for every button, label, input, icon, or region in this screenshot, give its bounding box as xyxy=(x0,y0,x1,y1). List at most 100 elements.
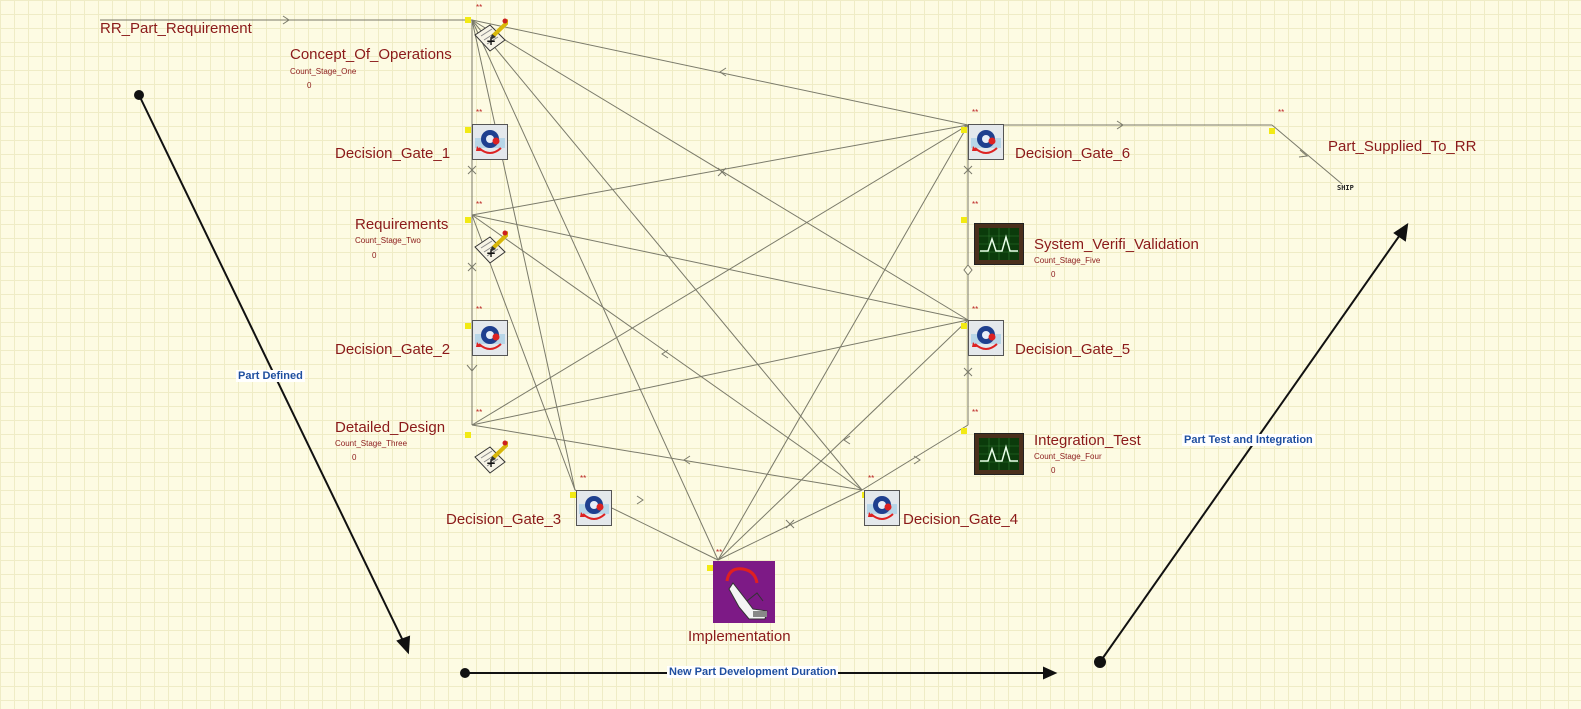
requirements-label: Requirements xyxy=(355,216,449,233)
connector-line xyxy=(861,424,969,491)
decision-gate-1-label: Decision_Gate_1 xyxy=(335,145,451,162)
process-concept-of-operations-icon[interactable]: + xyxy=(472,18,508,54)
entry-point xyxy=(465,323,471,329)
entry-point xyxy=(465,432,471,438)
decision-gate-4-icon[interactable] xyxy=(864,490,900,526)
entry-point xyxy=(465,127,471,133)
connector-line xyxy=(717,489,863,561)
decision-gate-6-label: Decision_Gate_6 xyxy=(1015,145,1131,162)
concept-of-operations-count: 0 xyxy=(307,81,312,90)
test-integration-arrow xyxy=(1099,231,1403,663)
decision-gate-3-icon[interactable] xyxy=(576,490,612,526)
part-defined-arrow-start xyxy=(134,90,144,100)
arrowhead xyxy=(466,364,478,372)
connector-cross xyxy=(467,165,477,175)
connector-diamond xyxy=(963,264,973,276)
connector-cross xyxy=(717,167,727,177)
system-verifi-validation-count: 0 xyxy=(1051,270,1056,279)
entry-point xyxy=(707,565,713,571)
connector-line xyxy=(717,124,969,561)
integration-test-monitor-icon[interactable] xyxy=(974,433,1024,475)
arrowhead xyxy=(661,349,669,359)
detailed-design-count: 0 xyxy=(352,453,357,462)
entry-point xyxy=(465,217,471,223)
rr-part-requirement-label: RR_Part_Requirement xyxy=(100,20,252,37)
node-marker: ** xyxy=(972,305,979,314)
duration-arrowhead xyxy=(1043,666,1058,680)
part-defined-arrowhead xyxy=(396,635,411,655)
part-defined-annotation: Part Defined xyxy=(236,370,305,382)
node-marker: ** xyxy=(1278,108,1285,117)
decision-gate-5-label: Decision_Gate_5 xyxy=(1015,341,1131,358)
connector-line xyxy=(471,214,863,491)
decision-gate-1-icon[interactable] xyxy=(472,124,508,160)
decision-gate-5-icon[interactable] xyxy=(968,320,1004,356)
system-verifi-validation-monitor-icon[interactable] xyxy=(974,223,1024,265)
part-supplied-to-rr-label: Part_Supplied_To_RR xyxy=(1328,138,1477,155)
arrowhead xyxy=(683,455,691,465)
svg-text:+: + xyxy=(486,456,496,470)
arrowhead xyxy=(1298,149,1309,158)
system-verifi-validation-counter: Count_Stage_Five xyxy=(1034,256,1101,265)
detailed-design-label: Detailed_Design xyxy=(335,419,446,436)
node-marker: ** xyxy=(972,108,979,117)
connector-line xyxy=(471,424,863,491)
arrowhead xyxy=(1116,120,1124,130)
connector-cross xyxy=(467,262,477,272)
connector-line xyxy=(471,124,969,426)
duration-arrow-start xyxy=(460,668,470,678)
concept-of-operations-counter: Count_Stage_One xyxy=(290,67,357,76)
connector-line xyxy=(1271,124,1343,185)
new-part-development-duration-annotation: New Part Development Duration xyxy=(667,666,839,678)
system-verifi-validation-label: System_Verifi_Validation xyxy=(1034,236,1199,253)
entry-point xyxy=(465,17,471,23)
test-integration-arrowhead xyxy=(1393,222,1409,242)
integration-test-counter: Count_Stage_Four xyxy=(1034,452,1102,461)
node-marker: ** xyxy=(972,408,979,417)
node-marker: ** xyxy=(868,474,875,483)
part-test-and-integration-annotation: Part Test and Integration xyxy=(1182,434,1315,446)
entry-point xyxy=(961,217,967,223)
arrowhead xyxy=(636,495,644,505)
connector-line xyxy=(471,19,719,561)
node-marker: ** xyxy=(476,108,483,117)
arrowhead xyxy=(282,15,290,25)
decision-gate-2-icon[interactable] xyxy=(472,320,508,356)
arrowhead xyxy=(843,435,851,445)
node-marker: ** xyxy=(476,200,483,209)
decision-gate-4-label: Decision_Gate_4 xyxy=(903,511,1019,528)
integration-test-count: 0 xyxy=(1051,466,1056,475)
node-marker: ** xyxy=(580,474,587,483)
arrowhead xyxy=(719,67,727,77)
process-detailed-design-icon[interactable]: + xyxy=(472,440,508,476)
entry-point xyxy=(961,428,967,434)
node-marker: ** xyxy=(476,3,483,12)
entry-point xyxy=(1269,128,1275,134)
requirements-counter: Count_Stage_Two xyxy=(355,236,421,245)
integration-test-label: Integration_Test xyxy=(1034,432,1141,449)
connector-line xyxy=(471,214,969,321)
entry-point xyxy=(961,127,967,133)
svg-text:+: + xyxy=(486,34,496,48)
connector-cross xyxy=(963,367,973,377)
entry-point xyxy=(570,492,576,498)
implementation-hand-icon[interactable] xyxy=(713,561,775,623)
concept-of-operations-label: Concept_Of_Operations xyxy=(290,46,452,63)
decision-gate-6-icon[interactable] xyxy=(968,124,1004,160)
implementation-label: Implementation xyxy=(688,628,791,645)
connector-line xyxy=(471,19,576,491)
process-requirements-icon[interactable]: + xyxy=(472,230,508,266)
connector-line xyxy=(471,19,863,491)
detailed-design-counter: Count_Stage_Three xyxy=(335,439,408,448)
node-marker: ** xyxy=(476,305,483,314)
decision-gate-2-label: Decision_Gate_2 xyxy=(335,341,451,358)
arrowhead xyxy=(913,455,921,465)
node-marker: ** xyxy=(972,200,979,209)
decision-gate-3-label: Decision_Gate_3 xyxy=(446,511,562,528)
ship-tag: SHIP xyxy=(1337,184,1354,192)
connector-cross xyxy=(785,519,795,529)
connector-line xyxy=(717,319,969,561)
svg-text:+: + xyxy=(486,246,496,260)
